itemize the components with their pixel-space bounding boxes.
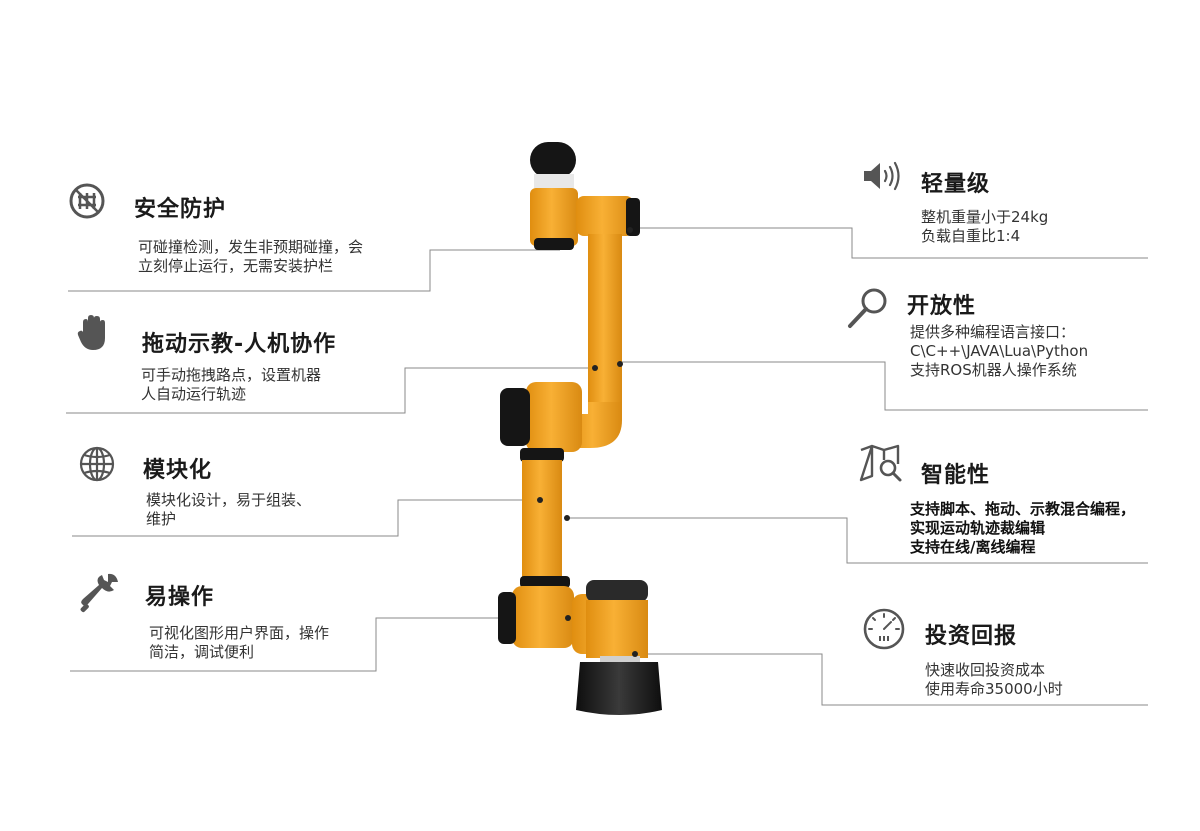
connector-light	[628, 227, 1148, 259]
feature-description: 模块化设计，易于组装、 维护	[146, 491, 312, 528]
robot-tool-cap	[530, 142, 576, 178]
feature-description: 整机重量小于24kg 负载自重比1:4	[921, 208, 1049, 245]
feature-description: 快速收回投资成本 使用寿命35000小时	[925, 661, 1063, 698]
feature-title: 拖动示教-人机协作	[142, 332, 337, 357]
no-fence-icon	[69, 183, 105, 219]
feature-description: 可视化图形用户界面，操作 简洁，调试便利	[149, 624, 330, 661]
feature-title: 投资回报	[925, 624, 1018, 649]
connector-drag	[66, 367, 595, 414]
feature-description: 可碰撞检测，发生非预期碰撞，会 立刻停止运行，无需安装护栏	[138, 238, 364, 275]
connector-roi	[636, 653, 1148, 706]
magnifier-icon	[848, 288, 887, 328]
hand-icon	[77, 315, 105, 350]
globe-icon	[79, 446, 115, 482]
wrench-icon	[80, 573, 118, 613]
robot-base	[576, 662, 662, 715]
map-search-icon	[859, 444, 902, 482]
connector-smart	[567, 517, 1148, 564]
connector-easy	[70, 617, 570, 672]
feature-title: 模块化	[143, 458, 213, 483]
feature-title: 开放性	[907, 294, 977, 319]
feature-description: 可手动拖拽路点，设置机器 人自动运行轨迹	[141, 366, 322, 403]
feature-title: 易操作	[145, 585, 215, 610]
connector-open	[620, 361, 1148, 411]
robot-arm-illustration	[498, 142, 662, 715]
connector-safety	[68, 249, 560, 292]
connector-modular	[72, 499, 540, 537]
feature-description: 提供多种编程语言接口： C\C++\JAVA\Lua\Python 支持ROS机…	[910, 323, 1089, 379]
feature-title: 轻量级	[921, 172, 991, 197]
feature-title: 智能性	[921, 463, 991, 488]
gauge-icon	[863, 608, 905, 650]
speaker-icon	[864, 161, 900, 191]
feature-description: 支持脚本、拖动、示教混合编程， 实现运动轨迹裁编辑 支持在线/离线编程	[910, 500, 1136, 556]
feature-title: 安全防护	[134, 197, 227, 222]
